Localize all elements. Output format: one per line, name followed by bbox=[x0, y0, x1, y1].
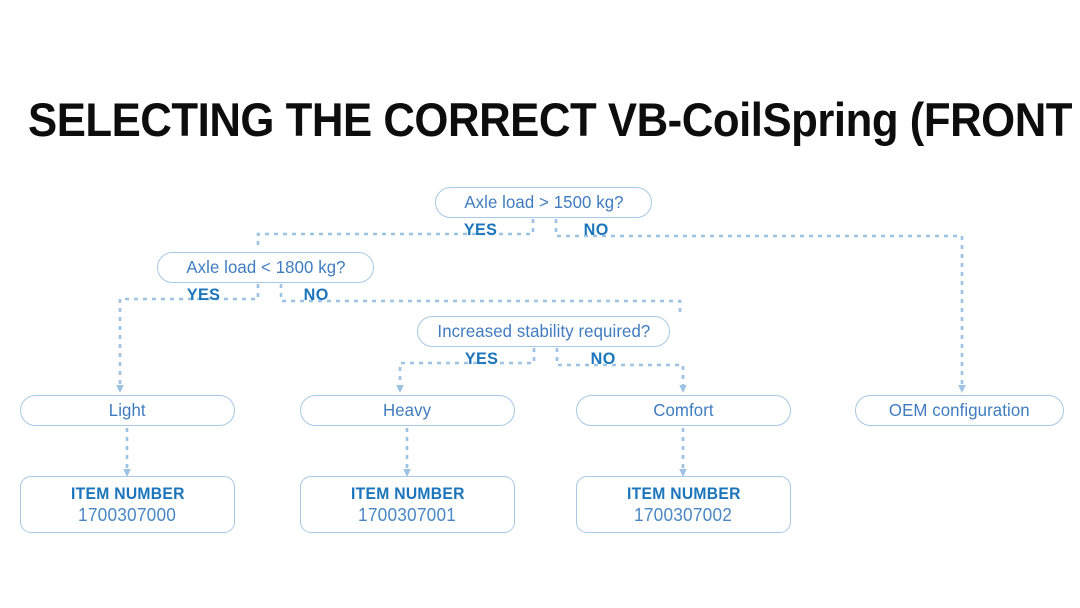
decision-node-axle-load-1500[interactable]: Axle load > 1500 kg? bbox=[435, 187, 652, 218]
decision-node-label: Axle load < 1800 kg? bbox=[185, 257, 346, 277]
result-node-heavy[interactable]: Heavy bbox=[300, 395, 515, 426]
connector-d3-yes bbox=[396, 348, 536, 393]
result-node-label: OEM configuration bbox=[889, 400, 1030, 420]
connector-d1-yes bbox=[256, 219, 535, 249]
item-number-box-light[interactable]: ITEM NUMBER 1700307000 bbox=[20, 476, 235, 533]
decision-node-label: Increased stability required? bbox=[437, 321, 650, 341]
connector-d3-no bbox=[555, 348, 687, 393]
result-node-label: Light bbox=[109, 400, 146, 420]
connector-d2-no bbox=[279, 284, 682, 314]
result-node-comfort[interactable]: Comfort bbox=[576, 395, 791, 426]
page-title: SELECTING THE CORRECT VB-CoilSpring (FRO… bbox=[28, 93, 1080, 147]
result-node-label: Comfort bbox=[653, 400, 714, 420]
result-node-oem-configuration[interactable]: OEM configuration bbox=[855, 395, 1064, 426]
branch-label-d3-yes: YES bbox=[464, 349, 499, 368]
item-number-box-heavy[interactable]: ITEM NUMBER 1700307001 bbox=[300, 476, 515, 533]
branch-label-d1-no: NO bbox=[583, 220, 609, 239]
connector-d2-yes bbox=[116, 284, 260, 393]
result-node-label: Heavy bbox=[383, 400, 432, 420]
decision-node-increased-stability[interactable]: Increased stability required? bbox=[417, 316, 670, 347]
item-number-value: 1700307000 bbox=[78, 505, 177, 525]
item-number-value: 1700307001 bbox=[358, 505, 457, 525]
branch-label-d3-no: NO bbox=[590, 349, 616, 368]
item-number-heading: ITEM NUMBER bbox=[350, 485, 465, 503]
item-number-value: 1700307002 bbox=[634, 505, 733, 525]
item-number-box-comfort[interactable]: ITEM NUMBER 1700307002 bbox=[576, 476, 791, 533]
decision-node-axle-load-1800[interactable]: Axle load < 1800 kg? bbox=[157, 252, 374, 283]
result-node-light[interactable]: Light bbox=[20, 395, 235, 426]
decision-node-label: Axle load > 1500 kg? bbox=[463, 192, 624, 212]
branch-label-d1-yes: YES bbox=[463, 220, 498, 239]
connector-d1-no bbox=[554, 219, 966, 393]
branch-label-d2-yes: YES bbox=[186, 285, 221, 304]
item-number-heading: ITEM NUMBER bbox=[70, 485, 185, 503]
item-number-heading: ITEM NUMBER bbox=[626, 485, 741, 503]
branch-label-d2-no: NO bbox=[303, 285, 329, 304]
